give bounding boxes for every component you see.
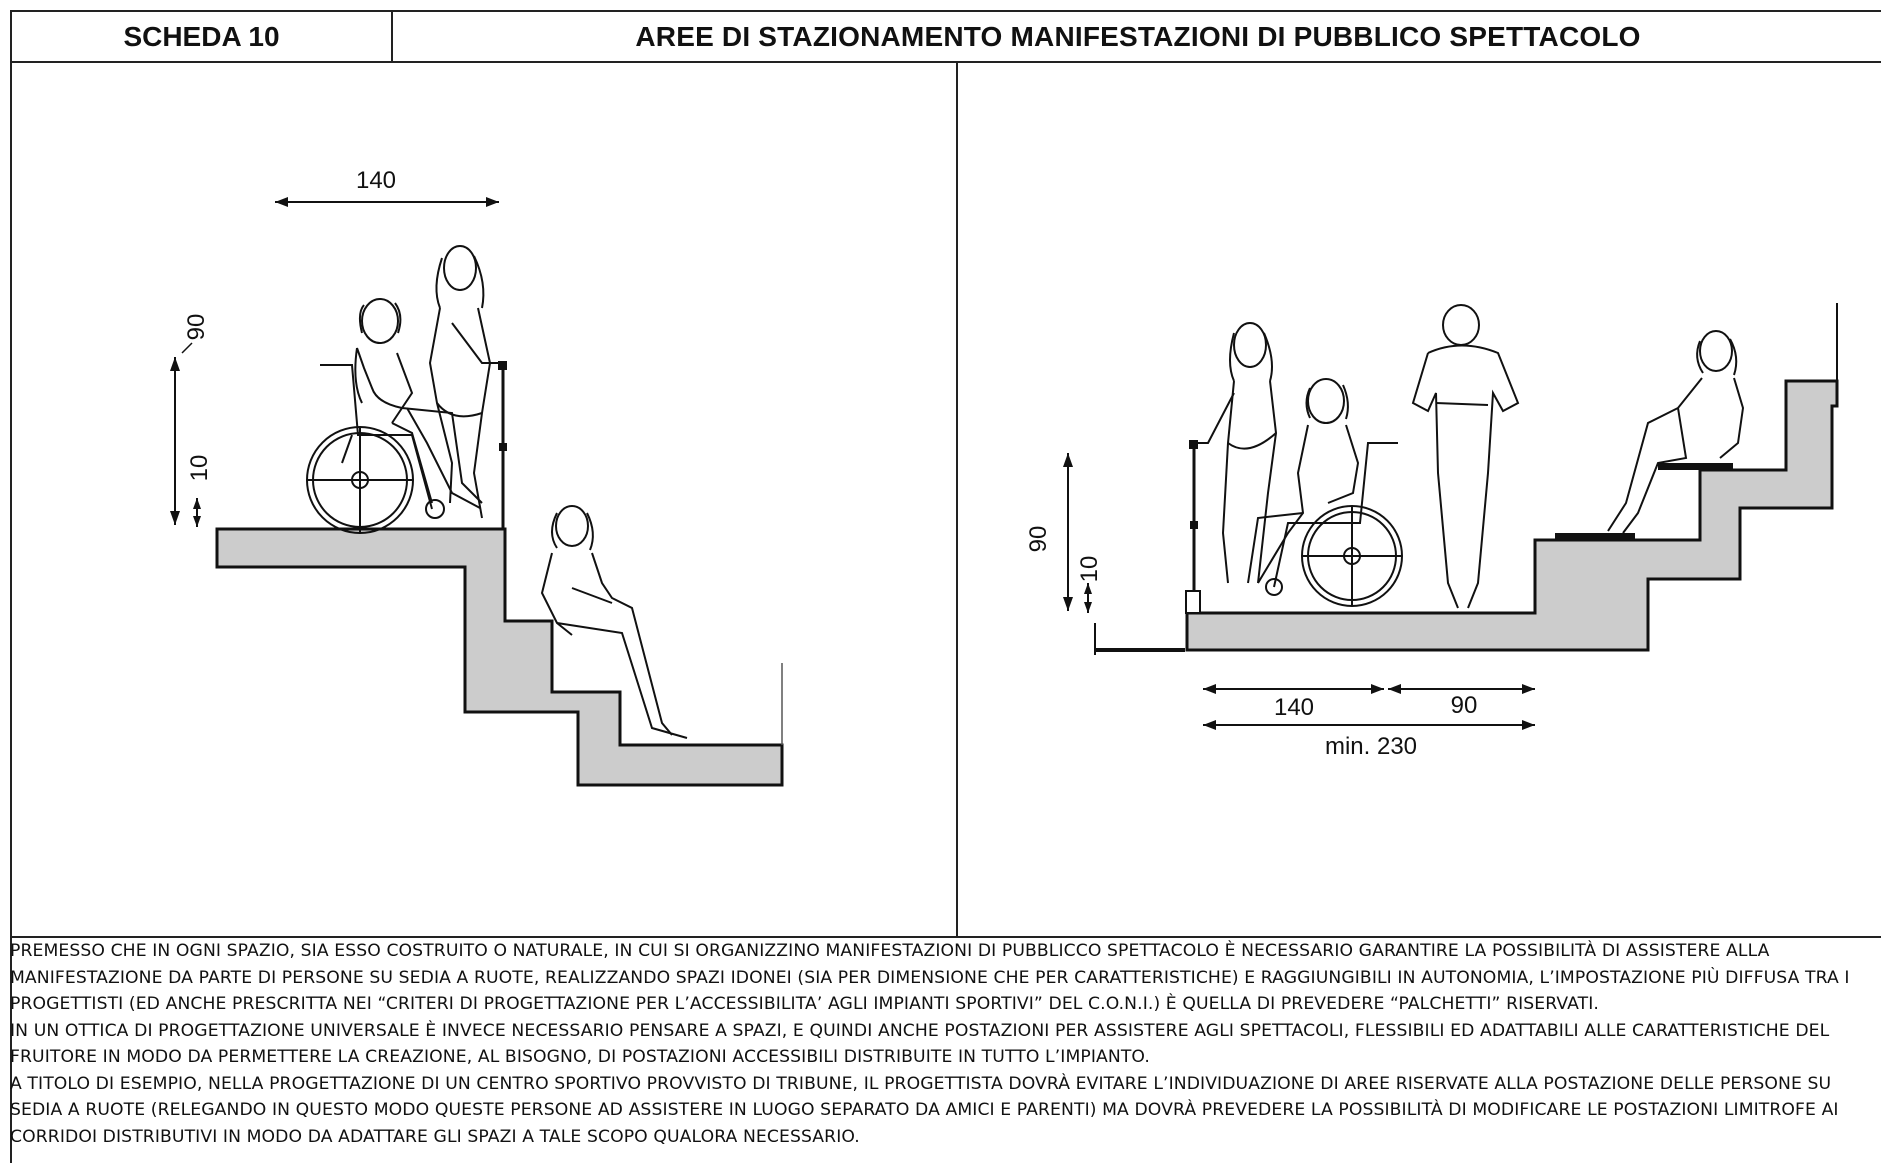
- notes-line: FRUITORE IN MODO DA PERMETTERE LA CREAZI…: [10, 1047, 1150, 1067]
- drawings-divider: [956, 63, 958, 938]
- dim-90-horizontal-label: 90: [1451, 692, 1478, 719]
- drawings-area: 140 90 10: [12, 63, 1881, 938]
- dimension-10-left: 10: [186, 455, 213, 527]
- sheet-title: AREE DI STAZIONAMENTO MANIFESTAZIONI DI …: [635, 20, 1641, 52]
- dim-min230-label: min. 230: [1325, 733, 1417, 760]
- dimension-10-right: 10: [1076, 556, 1103, 613]
- notes-line: CORRIDOI DISTRIBUTIVI IN MODO DA ADATTAR…: [10, 1126, 860, 1147]
- stair-section-right: [1185, 379, 1839, 652]
- dimension-140-right: 140: [1203, 684, 1384, 721]
- stair-section-left: [215, 527, 784, 787]
- dim-90-left-label: 90: [183, 314, 210, 341]
- dim-90-right-label: 90: [1025, 526, 1052, 553]
- right-section-drawing: 90 10 140 90: [1025, 303, 1839, 760]
- standing-spectator-figure: [1411, 304, 1520, 609]
- left-section-drawing: 140 90 10: [170, 167, 784, 787]
- dimension-90-right: 90: [1025, 453, 1073, 611]
- dim-10-right-label: 10: [1076, 556, 1103, 583]
- seated-spectator-figure: [540, 505, 688, 739]
- dimension-min230-right: min. 230: [1203, 720, 1535, 760]
- sheet-header: SCHEDA 10 AREE DI STAZIONAMENTO MANIFEST…: [12, 12, 1881, 63]
- notes-line: IN UN OTTICA DI PROGETTAZIONE UNIVERSALE…: [10, 1020, 1830, 1041]
- scheda-sheet: SCHEDA 10 AREE DI STAZIONAMENTO MANIFEST…: [10, 10, 1881, 1163]
- dimension-90-left: 90: [170, 314, 210, 525]
- notes-line: MANIFESTAZIONE DA PARTE DI PERSONE SU SE…: [10, 967, 1850, 988]
- dim-140-label: 140: [356, 167, 396, 194]
- notes-text: PREMESSO CHE IN OGNI SPAZIO, SIA ESSO CO…: [10, 938, 1870, 1150]
- wheelchair-user-right-figure: [1247, 378, 1403, 607]
- dim-10-left-label: 10: [186, 455, 213, 482]
- wheelchair-user-figure: [306, 298, 483, 534]
- notes-line: PREMESSO CHE IN OGNI SPAZIO, SIA ESSO CO…: [10, 941, 1770, 961]
- seated-spectator-right-figure: [1607, 330, 1745, 534]
- notes-line: PROGETTISTI (ED ANCHE PRESCRITTA NEI “CR…: [10, 994, 1599, 1014]
- notes-line: A TITOLO DI ESEMPIO, NELLA PROGETTAZIONE…: [10, 1073, 1832, 1094]
- standing-companion-figure: [428, 245, 500, 519]
- standing-companion-right-figure: [1196, 322, 1278, 584]
- sheet-code: SCHEDA 10: [12, 12, 393, 61]
- dim-140-right-label: 140: [1274, 694, 1314, 721]
- notes-line: SEDIA A RUOTE (RELEGANDO IN QUESTO MODO …: [10, 1100, 1839, 1120]
- dimension-140-left: 140: [275, 167, 499, 207]
- dimension-90-horizontal-right: 90: [1388, 684, 1535, 719]
